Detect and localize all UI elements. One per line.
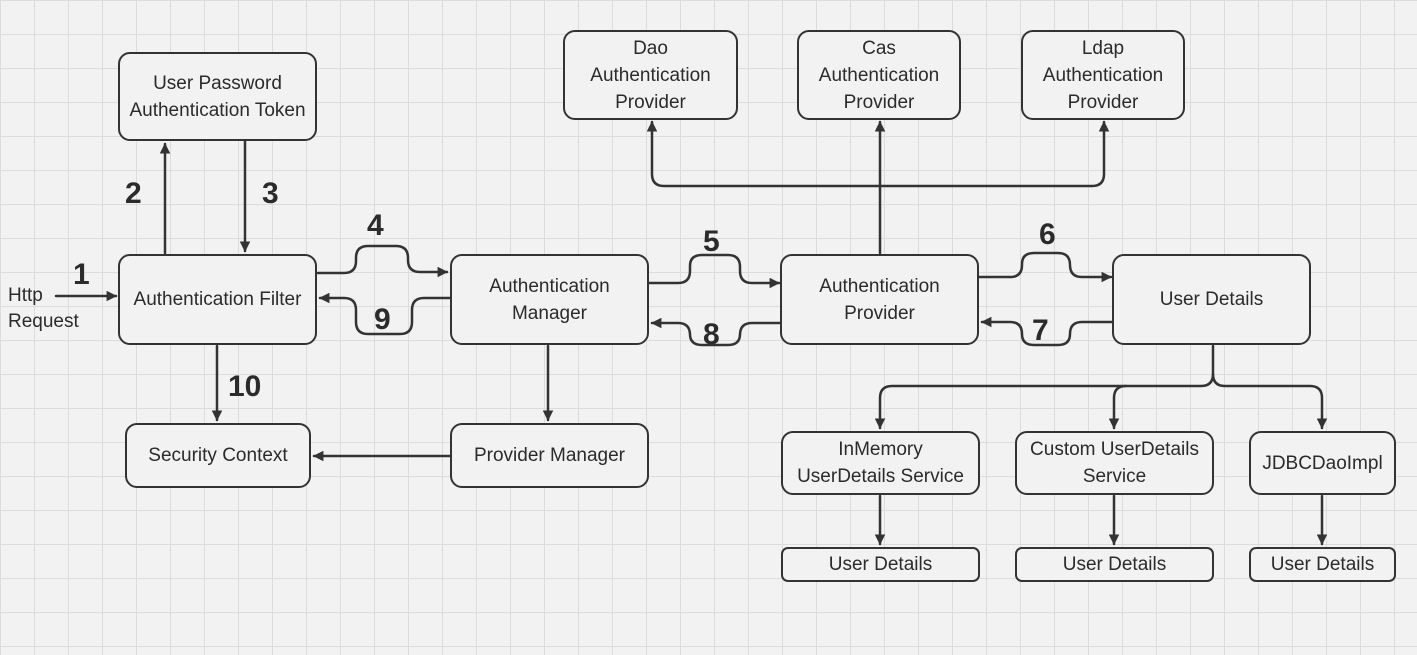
arrow-to-ldap (878, 120, 1110, 188)
authentication-filter-node: Authentication Filter (118, 254, 317, 345)
authentication-manager-node: Authentication Manager (450, 254, 649, 345)
http-request-label: Http Request (8, 285, 79, 332)
arrow-user-details-trunk (1211, 344, 1328, 430)
jdbcdaoimpl-node: JDBCDaoImpl (1249, 431, 1396, 495)
arrow-step-8 (650, 317, 782, 347)
step-7-label: 7 (1032, 314, 1049, 347)
custom-user-details-node: User Details (1015, 547, 1214, 582)
custom-userdetails-service-node: Custom UserDetails Service (1015, 431, 1214, 495)
arrow-to-inmemory (874, 384, 1128, 430)
security-context-node: Security Context (125, 423, 311, 488)
inmemory-userdetails-service-node: InMemory UserDetails Service (781, 431, 980, 495)
inmemory-user-details-node: User Details (781, 547, 980, 582)
step-9-label: 9 (374, 303, 391, 336)
step-2-label: 2 (125, 177, 142, 210)
step-6-label: 6 (1039, 218, 1056, 251)
arrow-to-dao (646, 120, 882, 188)
authentication-provider-node: Authentication Provider (780, 254, 979, 345)
jdbc-user-details-node: User Details (1249, 547, 1396, 582)
arrow-to-custom (1108, 372, 1215, 430)
step-10-label: 10 (228, 370, 262, 403)
user-details-node: User Details (1112, 254, 1311, 345)
step-1-label: 1 (73, 258, 90, 291)
provider-manager-node: Provider Manager (450, 423, 649, 488)
step-4-label: 4 (367, 209, 384, 242)
step-3-label: 3 (262, 177, 279, 210)
ldap-authentication-provider-node: Ldap Authentication Provider (1021, 30, 1185, 120)
arrow-step-5 (646, 253, 781, 289)
cas-authentication-provider-node: Cas Authentication Provider (797, 30, 961, 120)
dao-authentication-provider-node: Dao Authentication Provider (563, 30, 738, 120)
arrow-step-6 (977, 251, 1113, 283)
user-password-authentication-token-node: User Password Authentication Token (118, 52, 317, 141)
arrow-step-9 (318, 292, 452, 336)
step-8-label: 8 (703, 318, 720, 351)
arrow-step-4 (316, 244, 449, 278)
step-5-label: 5 (703, 225, 720, 258)
arrow-step-7 (980, 316, 1114, 347)
